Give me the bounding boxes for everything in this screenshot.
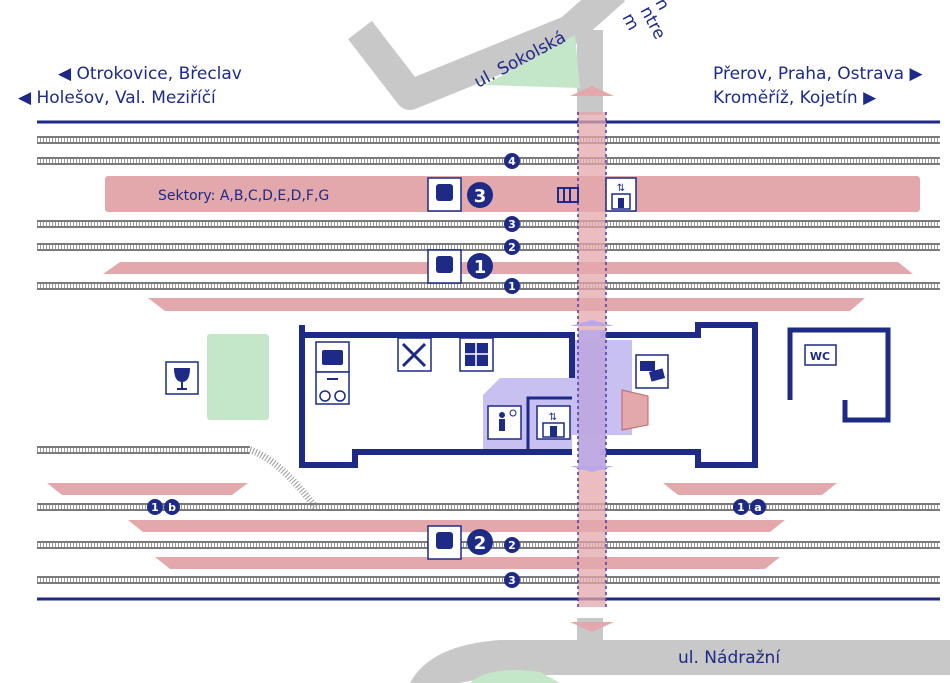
elevator-icon[interactable]: ⇅ — [536, 405, 571, 440]
sectors-label: Sektory: A,B,C,D,E,D,F,G — [158, 188, 329, 204]
track-row — [37, 446, 318, 510]
wc-sign — [804, 344, 837, 366]
tracks — [37, 136, 940, 584]
gift-shop-icon — [459, 337, 494, 372]
track-row — [37, 220, 940, 228]
building-wall-south-west — [299, 325, 572, 468]
direction-holesov: ◀ Holešov, Val. Meziříčí — [18, 88, 217, 108]
svg-text:2: 2 — [508, 539, 516, 552]
track-badge-3: 3 — [504, 216, 520, 232]
platform-3 — [105, 176, 920, 212]
svg-text:1: 1 — [737, 501, 745, 514]
platform-south-east — [663, 483, 837, 495]
track-badge-3-south: 3 — [504, 572, 520, 588]
direction-kromeriz: Kroměříž, Kojetín ▶ — [713, 88, 877, 108]
arrow-up-icon — [570, 320, 614, 326]
track-badge-2-south: 2 — [504, 537, 520, 553]
track-badge-1: 1 — [504, 278, 520, 294]
track-badge-4: 4 — [504, 153, 520, 169]
track-row — [37, 503, 940, 511]
road-nadrazni — [410, 640, 950, 683]
ticket-office-icon — [635, 354, 669, 389]
platform-marker-3: 3 — [427, 177, 493, 212]
svg-text:3: 3 — [508, 218, 516, 231]
svg-text:1: 1 — [151, 501, 159, 514]
green-area-west — [207, 334, 269, 420]
platform-1a — [103, 262, 913, 274]
road-sokolska — [348, 0, 625, 110]
platforms — [47, 176, 920, 569]
track-row — [37, 576, 940, 584]
svg-text:1: 1 — [508, 280, 516, 293]
stairs-icon — [557, 187, 579, 203]
svg-text:a: a — [754, 501, 761, 514]
direction-prerov: Přerov, Praha, Ostrava ▶ — [713, 64, 923, 84]
arrow-up-icon — [570, 86, 614, 96]
luggage-icon — [315, 341, 350, 373]
train-icon — [427, 249, 462, 284]
svg-text:b: b — [168, 501, 176, 514]
svg-text:⇅: ⇅ — [549, 412, 557, 423]
svg-text:3: 3 — [474, 186, 487, 207]
svg-text:2: 2 — [508, 241, 516, 254]
svg-text:1: 1 — [474, 257, 487, 278]
elevator-icon[interactable]: ⇅ — [605, 177, 637, 212]
svg-text:2: 2 — [474, 533, 487, 554]
platform-1b — [148, 298, 865, 311]
svg-text:3: 3 — [508, 574, 516, 587]
track-row — [37, 157, 940, 165]
train-icon — [427, 525, 462, 560]
svg-text:4: 4 — [508, 155, 516, 168]
street-nadrazni: ul. Nádražní — [678, 648, 781, 668]
wc-label: WC — [810, 350, 830, 363]
restaurant-icon — [397, 337, 432, 372]
track-row — [37, 243, 940, 251]
roads — [207, 0, 950, 683]
track-badge-2: 2 — [504, 239, 520, 255]
platform-south-west — [47, 483, 248, 495]
svg-text:⇅: ⇅ — [617, 183, 625, 194]
bicycle-rental-icon — [315, 371, 350, 405]
green-area-south — [470, 670, 560, 683]
arrow-down-icon — [570, 622, 614, 632]
elevator-room-wall — [526, 396, 572, 452]
arrow-down-icon — [570, 466, 614, 472]
platform-2b — [155, 557, 780, 569]
underpass-hall-section — [578, 330, 606, 470]
waiting-room-icon — [487, 405, 522, 440]
wine-bar-icon — [165, 361, 199, 395]
building-wall-north-west — [305, 332, 575, 378]
platform-marker-1: 1 — [427, 249, 493, 284]
wc-building — [787, 327, 891, 423]
direction-otrokovice: ◀ Otrokovice, Břeclav — [58, 64, 242, 84]
green-area-north — [485, 35, 580, 88]
platform-marker-2: 2 — [427, 525, 493, 560]
stairs — [621, 389, 649, 431]
track-row — [37, 282, 940, 290]
track-row — [37, 136, 940, 144]
building-wall-east — [600, 322, 758, 468]
